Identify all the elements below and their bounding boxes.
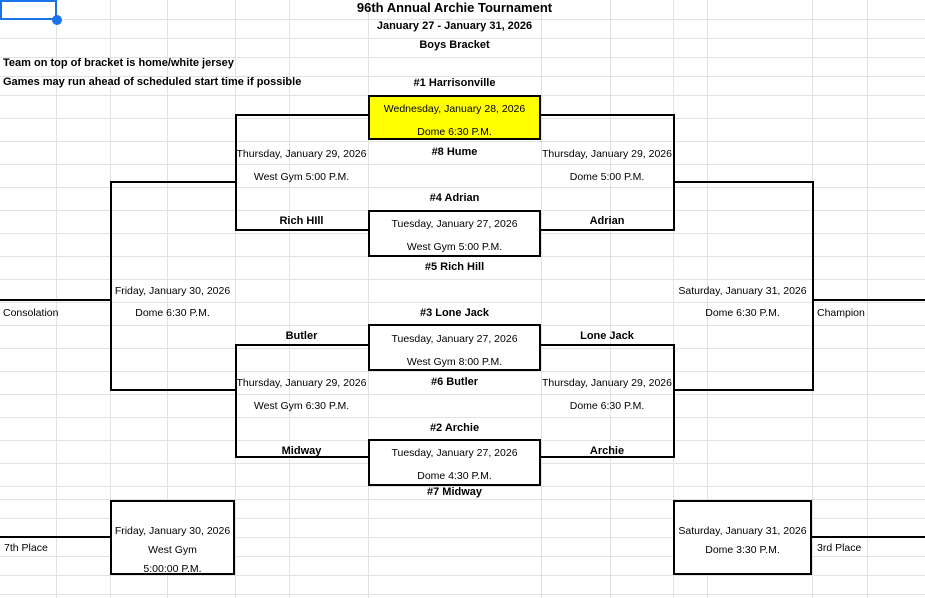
bracket-line [110, 389, 235, 391]
bracket-line [673, 114, 675, 231]
cons-semi1-venue[interactable]: West Gym 5:00 P.M. [253, 171, 350, 183]
seed-4-adrian[interactable]: #4 Adrian [429, 192, 480, 204]
bracket-line [673, 344, 675, 458]
game4-date[interactable]: Tuesday, January 27, 2026 [391, 447, 518, 459]
advancing-team-rich-hill[interactable]: Rich HIll [279, 215, 324, 227]
bracket-line [812, 299, 925, 301]
seed-8-hume[interactable]: #8 Hume [431, 146, 478, 158]
page-title[interactable]: 96th Annual Archie Tournament [356, 0, 553, 15]
cons-semi2-date[interactable]: Thursday, January 29, 2026 [236, 377, 367, 389]
game1-info-box-highlighted[interactable]: Wednesday, January 28, 2026 Dome 6:30 P.… [368, 95, 541, 140]
champ-semi2-venue[interactable]: Dome 6:30 P.M. [569, 400, 645, 412]
advancing-team-butler[interactable]: Butler [285, 330, 318, 342]
cons-semi2-venue[interactable]: West Gym 6:30 P.M. [253, 400, 350, 412]
seventh-place-date[interactable]: Friday, January 30, 2026 [114, 525, 231, 537]
bracket-line [235, 456, 368, 458]
game3-date[interactable]: Tuesday, January 27, 2026 [391, 333, 518, 345]
champ-semi2-date[interactable]: Thursday, January 29, 2026 [542, 377, 672, 389]
seventh-place-time[interactable]: 5:00:00 P.M. [143, 563, 202, 575]
bracket-line [0, 536, 110, 538]
bracket-line [541, 456, 673, 458]
seed-7-midway[interactable]: #7 Midway [426, 486, 483, 498]
game4-venue[interactable]: Dome 4:30 P.M. [417, 470, 492, 482]
champion-label[interactable]: Champion [817, 307, 865, 319]
advancing-team-lone-jack[interactable]: Lone Jack [580, 330, 634, 342]
advancing-team-archie[interactable]: Archie [589, 445, 625, 457]
champ-semi1-date[interactable]: Thursday, January 29, 2026 [542, 148, 672, 160]
game1-date[interactable]: Wednesday, January 28, 2026 [383, 103, 526, 115]
seed-3-lone-jack[interactable]: #3 Lone Jack [419, 307, 490, 319]
champ-final-venue[interactable]: Dome 6:30 P.M. [705, 307, 780, 319]
game2-venue[interactable]: West Gym 5:00 P.M. [406, 241, 503, 253]
bracket-line [541, 229, 673, 231]
seed-2-archie[interactable]: #2 Archie [429, 422, 480, 434]
bracket-line [812, 536, 925, 538]
third-place-info-box[interactable]: Saturday, January 31, 2026 Dome 3:30 P.M… [673, 500, 812, 575]
cons-semi1-date[interactable]: Thursday, January 29, 2026 [236, 148, 367, 160]
seventh-place-venue[interactable]: West Gym [148, 544, 197, 556]
bracket-line [541, 344, 675, 346]
bracket-line [235, 229, 368, 231]
bracket-line [110, 181, 235, 183]
bracket-line [235, 114, 368, 116]
seed-1-harrisonville[interactable]: #1 Harrisonville [413, 77, 496, 89]
game3-info-box[interactable]: Tuesday, January 27, 2026 West Gym 8:00 … [368, 324, 541, 371]
seed-6-butler[interactable]: #6 Butler [430, 376, 479, 388]
date-range[interactable]: January 27 - January 31, 2026 [376, 20, 533, 32]
bracket-line [673, 181, 812, 183]
selection-fill-handle[interactable] [52, 15, 62, 25]
cons-final-date[interactable]: Friday, January 30, 2026 [114, 285, 231, 297]
bracket-line [0, 299, 110, 301]
third-place-date[interactable]: Saturday, January 31, 2026 [678, 525, 807, 537]
bracket-line [235, 114, 237, 231]
bracket-line [541, 114, 675, 116]
consolation-label[interactable]: Consolation [3, 307, 59, 319]
advancing-team-adrian[interactable]: Adrian [589, 215, 625, 227]
game2-date[interactable]: Tuesday, January 27, 2026 [391, 218, 518, 230]
advancing-team-midway[interactable]: Midway [281, 445, 322, 457]
seventh-place-label[interactable]: 7th Place [4, 542, 48, 554]
third-place-venue[interactable]: Dome 3:30 P.M. [705, 544, 780, 556]
game4-info-box[interactable]: Tuesday, January 27, 2026 Dome 4:30 P.M. [368, 439, 541, 486]
bracket-line [235, 344, 237, 458]
selected-cell-a1[interactable] [0, 0, 57, 20]
game2-info-box[interactable]: Tuesday, January 27, 2026 West Gym 5:00 … [368, 210, 541, 257]
bracket-line [235, 344, 368, 346]
schedule-note[interactable]: Games may run ahead of scheduled start t… [3, 76, 302, 88]
bracket-line [110, 181, 112, 391]
champ-final-date[interactable]: Saturday, January 31, 2026 [678, 285, 807, 297]
seventh-place-info-box[interactable]: Friday, January 30, 2026 West Gym 5:00:0… [110, 500, 235, 575]
bracket-name[interactable]: Boys Bracket [419, 39, 490, 51]
bracket-line [673, 389, 812, 391]
champ-semi1-venue[interactable]: Dome 5:00 P.M. [569, 171, 645, 183]
game1-venue[interactable]: Dome 6:30 P.M. [417, 126, 492, 138]
third-place-label[interactable]: 3rd Place [817, 542, 862, 554]
cons-final-venue[interactable]: Dome 6:30 P.M. [135, 307, 210, 319]
game3-venue[interactable]: West Gym 8:00 P.M. [406, 356, 503, 368]
jersey-note[interactable]: Team on top of bracket is home/white jer… [3, 57, 234, 69]
seed-5-rich-hill[interactable]: #5 Rich Hill [424, 261, 485, 273]
bracket-line [812, 181, 814, 391]
